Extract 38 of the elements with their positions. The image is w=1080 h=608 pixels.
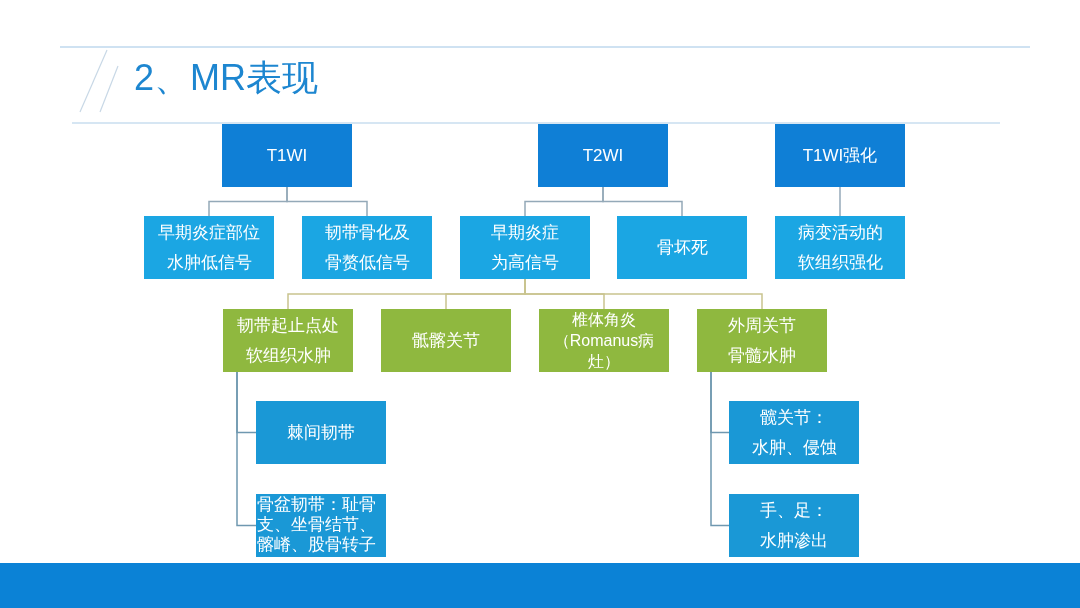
slide-title: 2、MR表现 xyxy=(134,56,318,100)
process-box xyxy=(256,401,386,464)
connector-line xyxy=(524,278,763,310)
process-box xyxy=(223,309,353,372)
connector-line xyxy=(602,186,683,217)
process-box xyxy=(775,216,905,279)
node-text: 韧带骨化及骨赘低信号 xyxy=(323,221,411,274)
node-text: 椎体角炎（Romanus病灶） xyxy=(552,310,656,372)
process-box xyxy=(539,309,669,372)
node-text: T1WI强化 xyxy=(802,144,878,167)
process-box xyxy=(222,124,352,187)
node-text: 外周关节骨髓水肿 xyxy=(727,314,797,367)
node-text: 棘间韧带 xyxy=(287,421,355,444)
node-text: 手、足：水肿渗出 xyxy=(759,499,829,552)
process-box xyxy=(729,401,859,464)
node-text: 韧带起止点处软组织水肿 xyxy=(236,314,340,367)
process-box xyxy=(460,216,590,279)
process-box xyxy=(617,216,747,279)
node-text: 早期炎症部位水肿低信号 xyxy=(157,221,261,274)
connector-line xyxy=(839,186,841,217)
process-box xyxy=(381,309,511,372)
connector-line xyxy=(286,186,368,217)
node-text: 骨盆韧带：耻骨支、坐骨结节、髂嵴、股骨转子 xyxy=(257,495,377,555)
process-box xyxy=(775,124,905,187)
process-box xyxy=(697,309,827,372)
node-text: 骨坏死 xyxy=(656,236,708,259)
node-text: 早期炎症为高信号 xyxy=(490,221,560,274)
process-box xyxy=(302,216,432,279)
node-text: T1WI xyxy=(266,144,308,167)
node-text: 髋关节：水肿、侵蚀 xyxy=(750,406,838,459)
connector-line xyxy=(710,371,730,527)
node-text: T2WI xyxy=(582,144,624,167)
process-box xyxy=(538,124,668,187)
process-box xyxy=(729,494,859,557)
connector-line xyxy=(236,371,257,527)
node-text: 骶髂关节 xyxy=(412,329,480,352)
node-text: 病变活动的软组织强化 xyxy=(796,221,884,274)
process-box xyxy=(144,216,274,279)
